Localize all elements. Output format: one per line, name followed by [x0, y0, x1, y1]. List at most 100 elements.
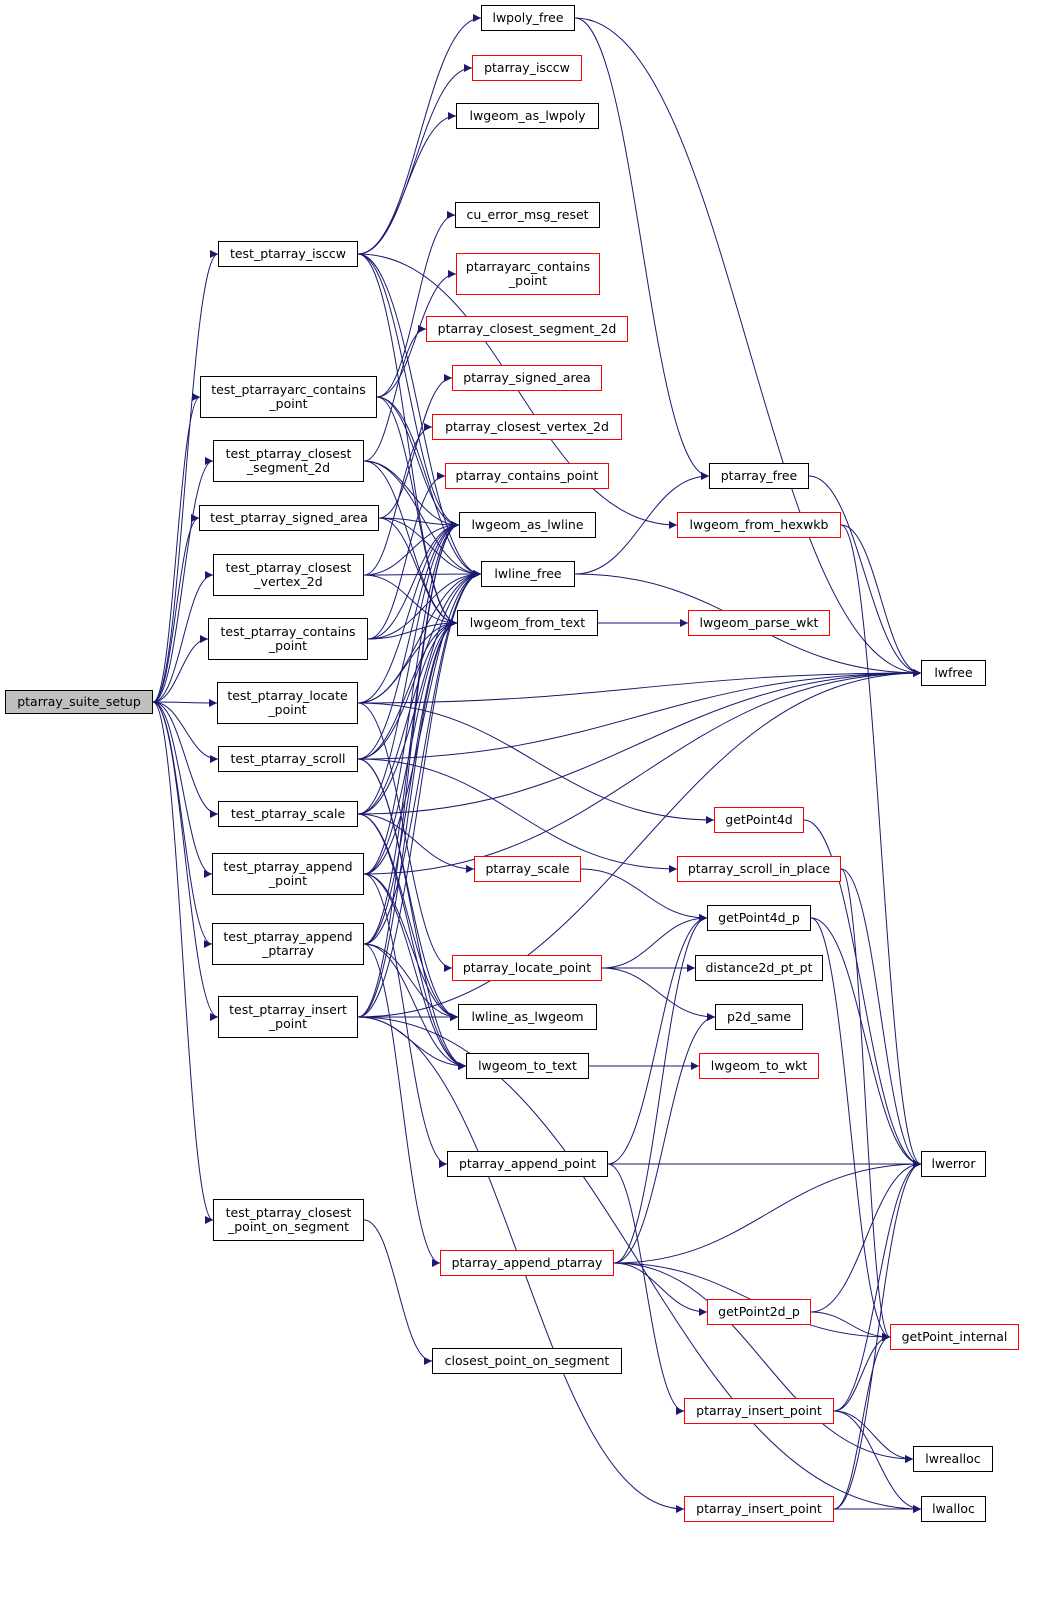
node-lwpoly-free[interactable]: lwpoly_free: [481, 5, 575, 31]
edge-test-ptarray-contains-point-to-lwline-free: [367, 570, 482, 640]
edge-test-ptarray-append-point-to-ptarray-append-point: [363, 873, 448, 1168]
node-ptarray-signed-area[interactable]: ptarray_signed_area: [452, 365, 602, 391]
edge-test-ptarray-insert-point-to-lwfree: [357, 669, 922, 1018]
edge-ptarray-suite-setup-to-test-ptarray-closest-segment-2d: [152, 457, 214, 703]
edge-ptarray-append-point-to-getPoint4d-p: [607, 914, 708, 1165]
edge-test-ptarray-scroll-to-lwline-free: [357, 570, 482, 760]
node-label-line: getPoint2d_p: [718, 1304, 800, 1319]
node-label-line: _point: [268, 638, 308, 653]
node-test-ptarray-append-point[interactable]: test_ptarray_append_point: [212, 853, 364, 895]
edge-ptarray-scroll-in-place-to-getPoint-internal: [840, 868, 891, 1341]
node-label-line: ptarray_scale: [485, 861, 570, 876]
node-label-line: _point: [268, 873, 308, 888]
node-label-line: lwgeom_as_lwpoly: [469, 108, 586, 123]
node-label-line: lwgeom_from_text: [469, 615, 586, 630]
node-p2d-same[interactable]: p2d_same: [715, 1004, 803, 1030]
edge-test-ptarray-scroll-to-ptarray-scroll-in-place: [357, 758, 678, 873]
node-getPoint2d-p[interactable]: getPoint2d_p: [707, 1299, 811, 1325]
node-test-ptarray-contains-point[interactable]: test_ptarray_contains_point: [208, 618, 368, 660]
node-ptarray-isccw[interactable]: ptarray_isccw: [472, 55, 582, 81]
edge-test-ptarray-append-ptarray-to-lwline-as-lwgeom: [363, 943, 459, 1021]
node-label-line: _point: [508, 273, 548, 288]
node-lwgeom-from-text[interactable]: lwgeom_from_text: [457, 610, 598, 636]
node-closest-point-on-segment[interactable]: closest_point_on_segment: [432, 1348, 622, 1374]
node-cu-error-msg-reset[interactable]: cu_error_msg_reset: [455, 202, 600, 228]
node-test-ptarray-closest-point-on-segment[interactable]: test_ptarray_closest_point_on_segment: [213, 1199, 364, 1241]
edge-test-ptarray-contains-point-to-lwgeom-from-text: [367, 619, 458, 640]
node-lwgeom-to-text[interactable]: lwgeom_to_text: [466, 1053, 589, 1079]
node-label-line: ptarray_append_ptarray: [451, 1255, 603, 1270]
edge-ptarray-suite-setup-to-test-ptarray-append-point: [152, 701, 213, 878]
node-test-ptarray-closest-segment-2d[interactable]: test_ptarray_closest_segment_2d: [213, 440, 364, 482]
node-label-line: ptarray_signed_area: [463, 370, 591, 385]
edge-test-ptarray-contains-point-to-lwgeom-as-lwline: [367, 521, 460, 640]
node-lwgeom-as-lwpoly[interactable]: lwgeom_as_lwpoly: [456, 103, 599, 129]
node-label-line: lwgeom_from_hexwkb: [689, 517, 829, 532]
node-ptarray-insert-point-1[interactable]: ptarray_insert_point: [684, 1398, 834, 1424]
edge-ptarray-locate-point-to-getPoint4d-p: [601, 914, 708, 969]
edge-test-ptarrayarc-contains-point-to-lwgeom-as-lwline: [376, 396, 460, 529]
node-ptarray-scroll-in-place[interactable]: ptarray_scroll_in_place: [677, 856, 841, 882]
edge-test-ptarray-scale-to-ptarray-scale: [357, 813, 475, 873]
node-distance2d-pt-pt[interactable]: distance2d_pt_pt: [695, 955, 823, 981]
node-ptarray-locate-point[interactable]: ptarray_locate_point: [452, 955, 602, 981]
edge-test-ptarray-scroll-to-lwgeom-from-text: [357, 619, 458, 760]
node-test-ptarray-append-ptarray[interactable]: test_ptarray_append_ptarray: [212, 923, 364, 965]
node-test-ptarray-signed-area[interactable]: test_ptarray_signed_area: [199, 505, 379, 531]
node-test-ptarray-scale[interactable]: test_ptarray_scale: [218, 801, 358, 827]
node-ptarrayarc-contains-point[interactable]: ptarrayarc_contains_point: [456, 253, 600, 295]
node-label-line: ptarray_closest_segment_2d: [437, 321, 617, 336]
node-lwline-free[interactable]: lwline_free: [481, 561, 575, 587]
node-lwerror[interactable]: lwerror: [921, 1151, 986, 1177]
node-lwfree[interactable]: lwfree: [921, 660, 986, 686]
node-lwline-as-lwgeom[interactable]: lwline_as_lwgeom: [458, 1004, 597, 1030]
edge-test-ptarray-append-point-to-lwline-free: [363, 570, 482, 875]
node-label-line: test_ptarray_isccw: [229, 246, 347, 261]
edge-test-ptarray-append-point-to-lwgeom-from-text: [363, 619, 458, 875]
edge-lwpoly-free-to-ptarray-free: [574, 17, 710, 480]
edge-ptarray-append-point-to-ptarray-insert-point-1: [607, 1163, 685, 1415]
node-lwalloc[interactable]: lwalloc: [921, 1496, 986, 1522]
edge-ptarray-append-ptarray-to-lwrealloc: [613, 1262, 914, 1463]
node-lwrealloc[interactable]: lwrealloc: [913, 1446, 993, 1472]
edge-test-ptarrayarc-contains-point-to-cu-error-msg-reset: [376, 211, 456, 398]
node-label-line: _point: [269, 396, 308, 411]
node-test-ptarray-scroll[interactable]: test_ptarray_scroll: [218, 746, 358, 772]
edge-ptarray-locate-point-to-p2d-same: [601, 967, 716, 1021]
node-label-line: cu_error_msg_reset: [466, 207, 589, 222]
node-getPoint-internal[interactable]: getPoint_internal: [890, 1324, 1019, 1350]
node-ptarray-free[interactable]: ptarray_free: [709, 463, 809, 489]
node-test-ptarrayarc-contains-point[interactable]: test_ptarrayarc_contains_point: [200, 376, 377, 418]
node-ptarray-append-point[interactable]: ptarray_append_point: [447, 1151, 608, 1177]
edge-test-ptarray-closest-vertex-2d-to-lwgeom-from-text: [363, 574, 458, 627]
node-lwgeom-from-hexwkb[interactable]: lwgeom_from_hexwkb: [677, 512, 841, 538]
node-lwgeom-to-wkt[interactable]: lwgeom_to_wkt: [699, 1053, 819, 1079]
edge-test-ptarray-insert-point-to-lwgeom-from-text: [357, 619, 458, 1018]
node-ptarray-contains-point[interactable]: ptarray_contains_point: [445, 463, 609, 489]
edge-test-ptarray-scale-to-lwgeom-as-lwline: [357, 521, 460, 815]
node-test-ptarray-locate-point[interactable]: test_ptarray_locate_point: [217, 682, 358, 724]
edge-test-ptarray-locate-point-to-lwgeom-as-lwline: [357, 521, 460, 704]
edge-ptarray-suite-setup-to-test-ptarray-scale: [152, 701, 219, 818]
node-test-ptarray-insert-point[interactable]: test_ptarray_insert_point: [218, 996, 358, 1038]
node-ptarray-append-ptarray[interactable]: ptarray_append_ptarray: [440, 1250, 614, 1276]
node-label-line: test_ptarray_scale: [230, 806, 346, 821]
node-label-line: test_ptarrayarc_contains: [211, 382, 366, 397]
node-lwgeom-parse-wkt[interactable]: lwgeom_parse_wkt: [688, 610, 830, 636]
node-getPoint4d[interactable]: getPoint4d: [714, 807, 804, 833]
edge-test-ptarray-insert-point-to-lwline-free: [357, 570, 482, 1018]
edge-test-ptarray-scale-to-lwline-free: [357, 570, 482, 815]
node-test-ptarray-closest-vertex-2d[interactable]: test_ptarray_closest_vertex_2d: [213, 554, 364, 596]
edge-ptarray-insert-point-1-to-lwalloc: [833, 1410, 922, 1513]
node-ptarray-insert-point-2[interactable]: ptarray_insert_point: [684, 1496, 834, 1522]
node-ptarray-closest-segment-2d[interactable]: ptarray_closest_segment_2d: [426, 316, 628, 342]
edge-test-ptarray-locate-point-to-lwfree: [357, 669, 922, 704]
node-getPoint4d-p[interactable]: getPoint4d_p: [707, 905, 811, 931]
node-lwgeom-as-lwline[interactable]: lwgeom_as_lwline: [459, 512, 596, 538]
edge-test-ptarray-scale-to-lwgeom-to-text: [357, 813, 467, 1070]
node-ptarray-closest-vertex-2d[interactable]: ptarray_closest_vertex_2d: [432, 414, 622, 440]
node-label-line: _point_on_segment: [227, 1219, 350, 1234]
node-test-ptarray-isccw[interactable]: test_ptarray_isccw: [218, 241, 358, 267]
node-ptarray-scale[interactable]: ptarray_scale: [474, 856, 581, 882]
